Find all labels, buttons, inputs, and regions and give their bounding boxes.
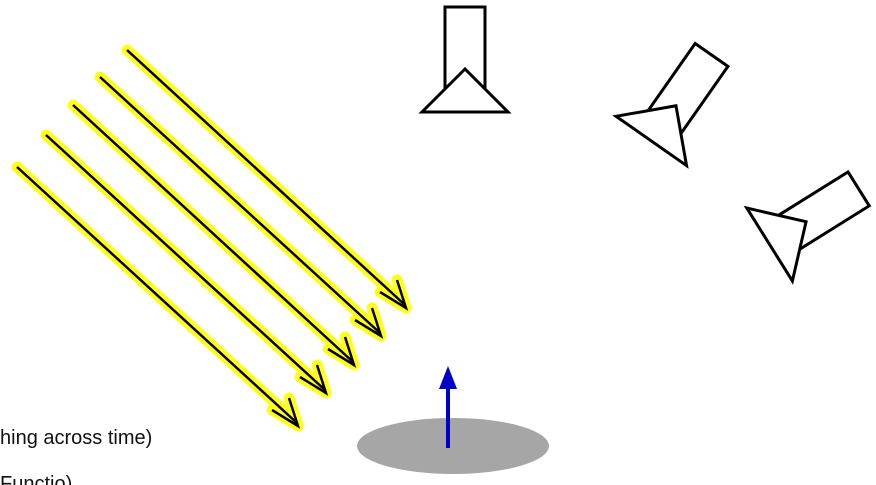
light-ray <box>127 50 406 308</box>
light-ray <box>73 105 354 365</box>
camera-icon <box>747 152 876 281</box>
camera-icon <box>616 30 747 165</box>
surface-patch <box>357 418 549 474</box>
light-ray <box>17 167 298 426</box>
light-rays <box>17 50 406 426</box>
camera-icon <box>422 7 508 112</box>
light-ray <box>100 77 381 336</box>
light-ray <box>46 135 326 393</box>
caption-line-1: hing across time) <box>0 427 152 450</box>
caption-line-2: Functio) <box>0 473 72 485</box>
